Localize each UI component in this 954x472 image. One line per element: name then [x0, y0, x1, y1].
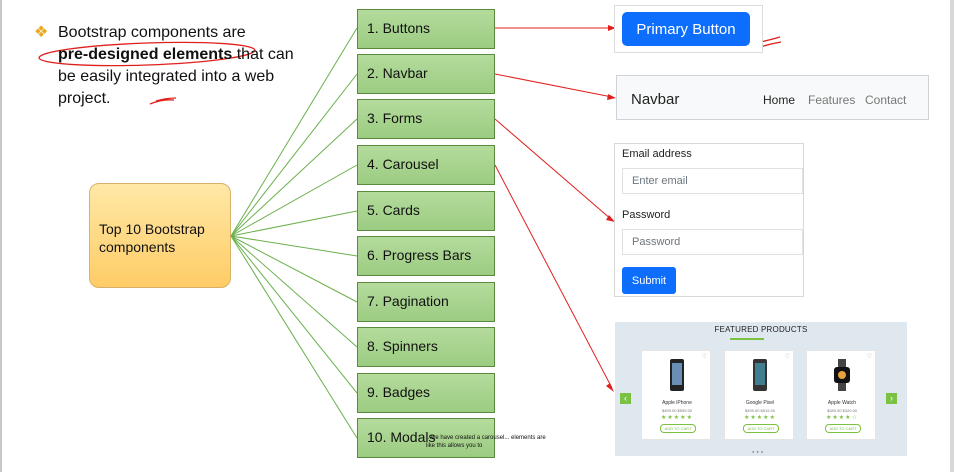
product-name: Google Pixel	[745, 400, 775, 406]
add-to-cart-button[interactable]: ADD TO CART	[825, 424, 861, 433]
component-box-modals: 10. Modals	[357, 418, 495, 458]
component-box-cards: 5. Cards	[357, 191, 495, 231]
watch-icon	[834, 359, 850, 391]
password-field[interactable]: Password	[622, 229, 803, 255]
component-box-pagination: 7. Pagination	[357, 282, 495, 322]
connector-line-1	[230, 27, 358, 237]
connector-line-2	[230, 73, 358, 237]
intro-rest: that can be easily integrated into a web…	[58, 46, 294, 107]
submit-button[interactable]: Submit	[622, 267, 676, 294]
arrow-navbar	[494, 73, 613, 98]
carousel-indicators[interactable]: ●●●	[752, 449, 766, 454]
arrowhead-forms	[606, 215, 615, 222]
circle-annotation	[38, 41, 256, 67]
add-to-cart-button[interactable]: ADD TO CART	[660, 424, 696, 433]
arrow-forms	[494, 118, 613, 221]
component-box-spinners: 8. Spinners	[357, 327, 495, 367]
right-frame-border	[950, 0, 954, 472]
center-topic-box: Top 10 Bootstrap components	[89, 183, 231, 288]
chevron-right-icon[interactable]: ›	[886, 393, 897, 404]
component-box-navbar: 2. Navbar	[357, 54, 495, 94]
arrowhead-carousel	[606, 383, 614, 392]
intro-line1: Bootstrap components are	[58, 24, 246, 41]
heart-icon[interactable]: ♡	[784, 354, 790, 360]
primary-button[interactable]: Primary Button	[622, 12, 750, 46]
product-stars: ★★★★☆	[826, 415, 858, 421]
nav-link-home[interactable]: Home	[763, 93, 796, 107]
connector-line-8	[230, 235, 358, 348]
nav-link-contact[interactable]: Contact	[865, 93, 907, 107]
email-label: Email address	[622, 148, 692, 160]
email-field[interactable]: Enter email	[622, 168, 803, 194]
product-card-1[interactable]: ♡ Apple iPhone $499.00 $599.00 ★★★★★ ADD…	[641, 350, 711, 440]
phone-icon	[753, 359, 767, 391]
component-box-progress-bars: 6. Progress Bars	[357, 236, 495, 276]
component-box-buttons: 1. Buttons	[357, 9, 495, 49]
diamond-bullet-icon: ❖	[34, 24, 49, 41]
product-name: Apple iPhone	[662, 400, 692, 406]
connector-line-5	[230, 210, 358, 237]
connector-line-3	[230, 118, 358, 237]
chevron-left-icon[interactable]: ‹	[620, 393, 631, 404]
connector-line-7	[230, 235, 358, 303]
product-price: $499.00 $519.00	[744, 408, 776, 413]
product-card-2[interactable]: ♡ Google Pixel $499.00 $519.00 ★★★★★ ADD…	[724, 350, 794, 440]
navbar-brand[interactable]: Navbar	[631, 91, 680, 108]
connector-line-10	[230, 235, 358, 439]
carousel-title: FEATURED PRODUCTS	[714, 325, 808, 334]
heart-icon[interactable]: ♡	[701, 354, 707, 360]
product-card-3[interactable]: ♡ Apple Watch $289.00 $320.00 ★★★★☆ ADD …	[806, 350, 876, 440]
intro-bold: pre-designed elements	[58, 46, 233, 63]
video-subtitle: ...we have created a carousel... element…	[426, 435, 546, 449]
phone-icon	[670, 359, 684, 391]
nav-link-features[interactable]: Features	[808, 93, 856, 107]
password-label: Password	[622, 209, 671, 221]
component-box-carousel: 4. Carousel	[357, 145, 495, 185]
intro-text: Bootstrap components are pre-designed el…	[58, 22, 308, 110]
product-name: Apple Watch	[827, 400, 857, 406]
component-box-badges: 9. Badges	[357, 373, 495, 413]
left-frame-border	[0, 0, 2, 472]
product-stars: ★★★★★	[744, 415, 776, 421]
product-price: $289.00 $320.00	[826, 408, 858, 413]
carousel-title-underline	[730, 338, 764, 340]
product-price: $499.00 $599.00	[661, 408, 693, 413]
scribble-intro	[149, 97, 177, 105]
connector-line-4	[230, 164, 358, 237]
heart-icon[interactable]: ♡	[866, 354, 872, 360]
connector-line-9	[230, 235, 358, 394]
arrow-carousel	[494, 164, 613, 389]
arrowhead-buttons	[608, 25, 616, 31]
arrowhead-navbar	[607, 94, 616, 100]
navbar-example	[616, 75, 929, 120]
connector-line-6	[230, 235, 358, 257]
product-stars: ★★★★★	[661, 415, 693, 421]
add-to-cart-button[interactable]: ADD TO CART	[743, 424, 779, 433]
component-box-forms: 3. Forms	[357, 99, 495, 139]
